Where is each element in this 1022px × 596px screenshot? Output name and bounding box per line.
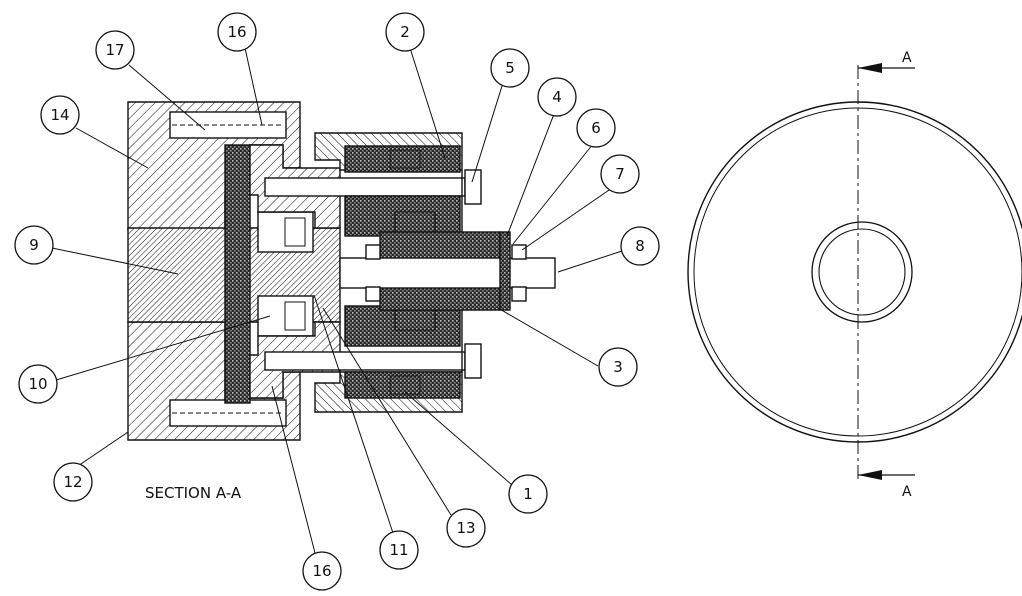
section-view <box>127 101 556 441</box>
balloon-label: 7 <box>615 165 625 183</box>
balloon-11: 11 <box>379 530 419 570</box>
nut-lower <box>511 286 527 302</box>
balloon-label: 17 <box>105 41 124 59</box>
bushing-lower-mid <box>344 305 461 347</box>
balloon-label: 9 <box>29 236 39 254</box>
nut-upper <box>511 244 527 260</box>
balloon-label: 3 <box>613 358 623 376</box>
bore-outer <box>811 221 913 323</box>
balloon-label: 2 <box>400 23 410 41</box>
leader-lines <box>51 47 623 554</box>
balloon-1: 1 <box>508 474 548 514</box>
washer <box>499 231 511 311</box>
pin <box>339 257 556 289</box>
balloons: 17 16 2 5 4 6 7 14 9 8 3 10 12 1 13 11 1… <box>14 12 660 591</box>
balloon-4: 4 <box>537 77 577 117</box>
balloon-label: 13 <box>456 519 475 537</box>
balloon-3: 3 <box>598 347 638 387</box>
balloon-label: 5 <box>505 59 515 77</box>
balloon-2: 2 <box>385 12 425 52</box>
section-letter-top: A <box>902 50 912 66</box>
arrow-top-icon <box>858 63 882 73</box>
bushing-upper-mid <box>344 195 461 237</box>
bore-inner <box>818 228 906 316</box>
screw-lower <box>264 351 466 371</box>
balloon-label: 1 <box>523 485 533 503</box>
section-title: SECTION A-A <box>145 484 242 502</box>
balloon-14: 14 <box>40 95 80 135</box>
balloon-9: 9 <box>14 225 54 265</box>
balloon-label: 16 <box>227 23 246 41</box>
outer-rim <box>687 101 1022 443</box>
balloon-13: 13 <box>446 508 486 548</box>
arrow-bottom-icon <box>858 470 882 480</box>
screw-upper <box>264 177 466 197</box>
balloon-16-top: 16 <box>217 12 257 52</box>
balloon-label: 10 <box>28 375 47 393</box>
left-insert <box>224 144 251 404</box>
balloon-16-bottom: 16 <box>302 551 342 591</box>
balloon-5: 5 <box>490 48 530 88</box>
balloon-7: 7 <box>600 154 640 194</box>
balloon-8: 8 <box>620 226 660 266</box>
section-letter-bottom: A <box>902 484 912 500</box>
balloon-label: 16 <box>312 562 331 580</box>
balloon-17: 17 <box>95 30 135 70</box>
balloon-label: 11 <box>389 541 408 559</box>
balloon-label: 4 <box>552 88 562 106</box>
balloon-12: 12 <box>53 462 93 502</box>
balloon-label: 8 <box>635 237 645 255</box>
balloon-label: 12 <box>63 473 82 491</box>
balloon-label: 6 <box>591 119 601 137</box>
balloon-label: 14 <box>50 106 69 124</box>
balloon-10: 10 <box>18 364 58 404</box>
end-view: A A <box>687 50 1022 500</box>
balloon-6: 6 <box>576 108 616 148</box>
